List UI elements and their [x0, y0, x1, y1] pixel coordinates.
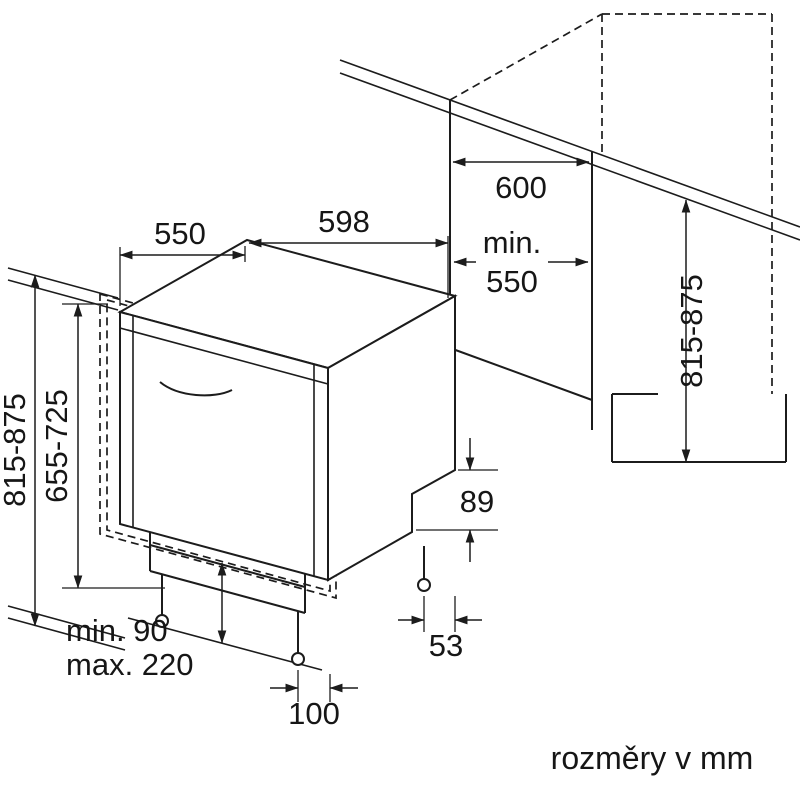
front-right-foot — [291, 652, 305, 666]
dim-label-width-top: 598 — [318, 204, 370, 239]
dim-label-niche-height: 815-875 — [674, 274, 709, 388]
dim-label-niche-depth: 600 — [495, 170, 547, 205]
units-caption: rozměry v mm — [551, 740, 754, 776]
dim-label-depth-top: 550 — [154, 216, 206, 251]
base-top-edge — [149, 544, 306, 588]
dim-label-base-step: 89 — [460, 484, 494, 519]
counter-edge-right-1 — [339, 59, 800, 228]
dim-label-niche-width-prefix: min. — [483, 225, 542, 260]
door-handle — [159, 381, 233, 397]
dim-label-rear-foot-offset: 53 — [429, 628, 463, 663]
front-left-foot — [155, 614, 169, 628]
door-top-gap-line — [119, 327, 329, 385]
dim-label-plinth-min: min. 90 — [66, 613, 168, 648]
counter-edge-left-1 — [7, 267, 119, 299]
dishwasher — [99, 238, 458, 666]
niche-cabinet — [449, 13, 787, 463]
furniture-door-outline-inner — [106, 298, 331, 593]
dim-label-plinth-max: max. 220 — [66, 647, 194, 682]
rear-right-foot — [417, 578, 431, 592]
dishwasher-front-face — [119, 310, 329, 582]
counter-edge-right-2 — [339, 72, 800, 241]
dim-label-front-foot-inset: 100 — [288, 696, 340, 731]
base-plinth — [149, 532, 306, 614]
niche-bottom-edge — [449, 347, 593, 401]
floor-edge-left-1 — [7, 605, 126, 639]
floor-edge-left-2 — [7, 617, 126, 651]
adjustable-feet — [155, 546, 431, 666]
dim-label-niche-width-value: 550 — [486, 264, 538, 299]
dim-label-appliance-height: 815-875 — [0, 393, 32, 507]
base-bottom-edge — [149, 570, 306, 614]
dimension-annotations: 550 598 600 min. 550 815-875 655-725 815… — [0, 157, 709, 731]
counter-edge-left-2 — [7, 279, 119, 311]
niche-top-receding-edge — [449, 13, 603, 101]
dim-label-door-panel-height: 655-725 — [39, 389, 74, 503]
